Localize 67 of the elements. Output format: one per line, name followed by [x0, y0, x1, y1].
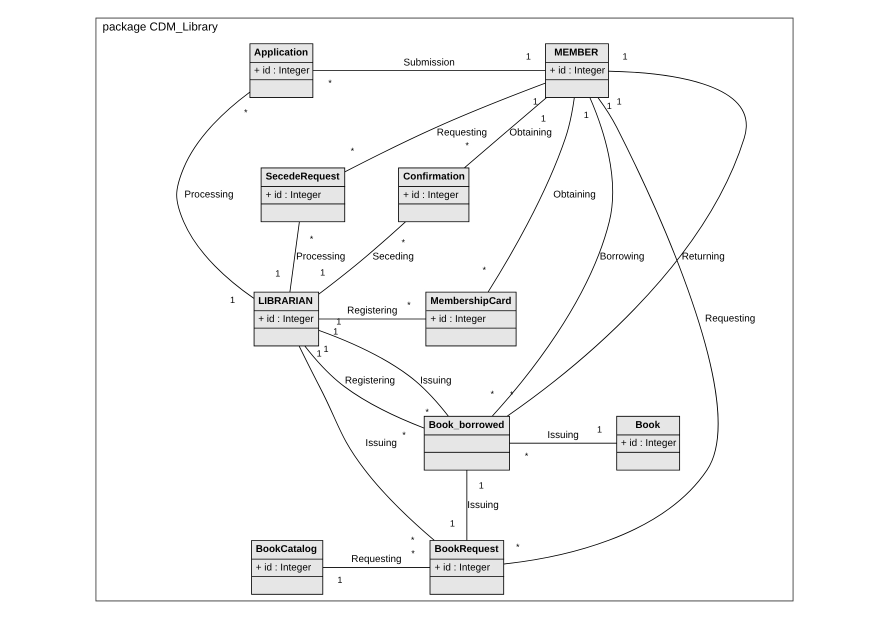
label: 1 — [597, 424, 602, 434]
label: 1 — [323, 344, 329, 354]
edge-label: Obtaining — [553, 189, 596, 200]
edge-label: Issuing — [420, 376, 452, 387]
label: 1 — [333, 326, 338, 337]
label: * — [407, 300, 411, 310]
connector — [488, 97, 575, 292]
connector — [318, 330, 449, 417]
connector — [464, 97, 547, 168]
connector — [176, 92, 254, 299]
label: 1 — [540, 113, 546, 124]
edge-label: Requesting — [436, 127, 487, 138]
label: * — [328, 78, 332, 88]
connector — [318, 221, 406, 295]
label: 1 — [622, 52, 628, 62]
edge-label: Borrowing — [600, 251, 644, 262]
label: 1 — [616, 96, 622, 107]
edge-label: Processing — [184, 189, 234, 200]
edge-label: Issuing — [467, 500, 499, 511]
connector — [289, 222, 300, 292]
connector — [344, 82, 546, 172]
edge-label: Seceding — [372, 251, 414, 262]
edge-label: Processing — [296, 251, 346, 262]
connector — [492, 97, 614, 416]
label: 1 — [532, 96, 538, 107]
connector — [322, 567, 430, 568]
label: * — [402, 238, 406, 248]
label: * — [244, 108, 248, 118]
connector — [509, 442, 617, 444]
edge-label: Obtaining — [509, 127, 552, 138]
label: * — [350, 146, 354, 156]
label: 1 — [230, 295, 236, 306]
edge-label: Issuing — [365, 438, 397, 449]
connector — [318, 318, 426, 320]
label: 1 — [584, 110, 589, 120]
connector — [503, 97, 718, 564]
connector — [506, 70, 747, 417]
connector — [304, 346, 425, 429]
label: 1 — [336, 316, 342, 327]
label: * — [411, 548, 415, 558]
edge-label: Requesting — [705, 314, 756, 325]
connector — [466, 470, 468, 541]
label: * — [482, 265, 486, 276]
edge-label: Submission — [404, 57, 455, 68]
edge-label: Requesting — [351, 554, 402, 566]
label: 1 — [526, 52, 531, 62]
label: * — [516, 542, 520, 552]
edge-label: Registering — [344, 376, 396, 387]
label: 1 — [606, 101, 612, 112]
label: * — [310, 234, 314, 244]
label: 1 — [478, 480, 484, 491]
label: * — [410, 535, 414, 546]
edge-label: Registering — [347, 306, 398, 317]
edge-label: Returning — [682, 251, 725, 262]
edge-label: Issuing — [547, 430, 579, 441]
label: 1 — [337, 574, 342, 585]
label: 1 — [316, 348, 322, 359]
label: * — [465, 140, 469, 151]
label: * — [425, 406, 429, 417]
label: * — [524, 450, 528, 461]
label: 1 — [320, 267, 326, 278]
connector — [312, 70, 546, 72]
label: * — [402, 430, 406, 440]
label: * — [490, 388, 494, 399]
label: 1 — [450, 518, 455, 529]
connector — [298, 346, 435, 541]
label: 1 — [275, 268, 280, 278]
